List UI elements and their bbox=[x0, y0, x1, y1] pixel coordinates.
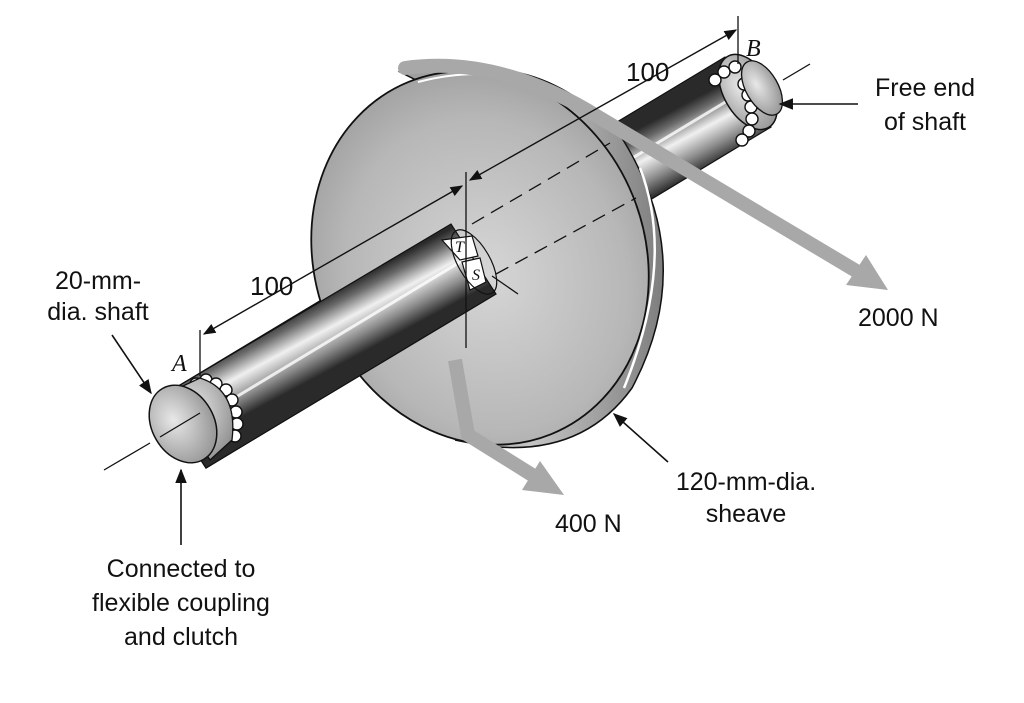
label-point-b: B bbox=[746, 36, 761, 62]
belt-arrowhead-2000 bbox=[846, 255, 888, 290]
label-sheave-line1: 120-mm-dia. bbox=[676, 468, 816, 496]
dimension-label-right: 100 bbox=[626, 57, 669, 87]
label-free-end-line1: Free end bbox=[875, 74, 975, 102]
label-strain-t: T bbox=[455, 239, 465, 256]
label-coupling-line2: flexible coupling bbox=[92, 589, 270, 617]
label-shaft-dia-line2: dia. shaft bbox=[47, 298, 149, 326]
label-coupling-line3: and clutch bbox=[124, 623, 238, 651]
label-strain-s: S bbox=[472, 267, 480, 284]
belt-arrow-400 bbox=[448, 358, 549, 489]
shaft-end-a bbox=[148, 384, 218, 464]
belt-arrowhead-400 bbox=[522, 461, 564, 495]
label-coupling-line1: Connected to bbox=[107, 555, 256, 583]
force-label-400: 400 N bbox=[555, 510, 622, 538]
leader-arrows bbox=[111, 98, 858, 545]
leader-sheave bbox=[612, 413, 669, 463]
label-shaft-dia-line1: 20-mm- bbox=[55, 267, 141, 295]
dimension-label-left: 100 bbox=[250, 271, 293, 301]
force-label-2000: 2000 N bbox=[858, 304, 939, 332]
label-point-a: A bbox=[170, 351, 187, 377]
center-lines bbox=[103, 16, 811, 471]
label-free-end-line2: of shaft bbox=[884, 108, 966, 136]
sheave-rim-edge bbox=[622, 167, 656, 389]
dimension-line-left bbox=[202, 185, 464, 335]
leader-shaft-dia bbox=[111, 334, 152, 395]
bearing-a bbox=[148, 373, 244, 464]
labels: A B T S 100 100 2000 N 400 N 20-mm- dia.… bbox=[47, 36, 975, 651]
label-sheave-line2: sheave bbox=[706, 500, 787, 528]
dimension-lines bbox=[202, 29, 738, 335]
dimension-line-right bbox=[468, 29, 738, 181]
